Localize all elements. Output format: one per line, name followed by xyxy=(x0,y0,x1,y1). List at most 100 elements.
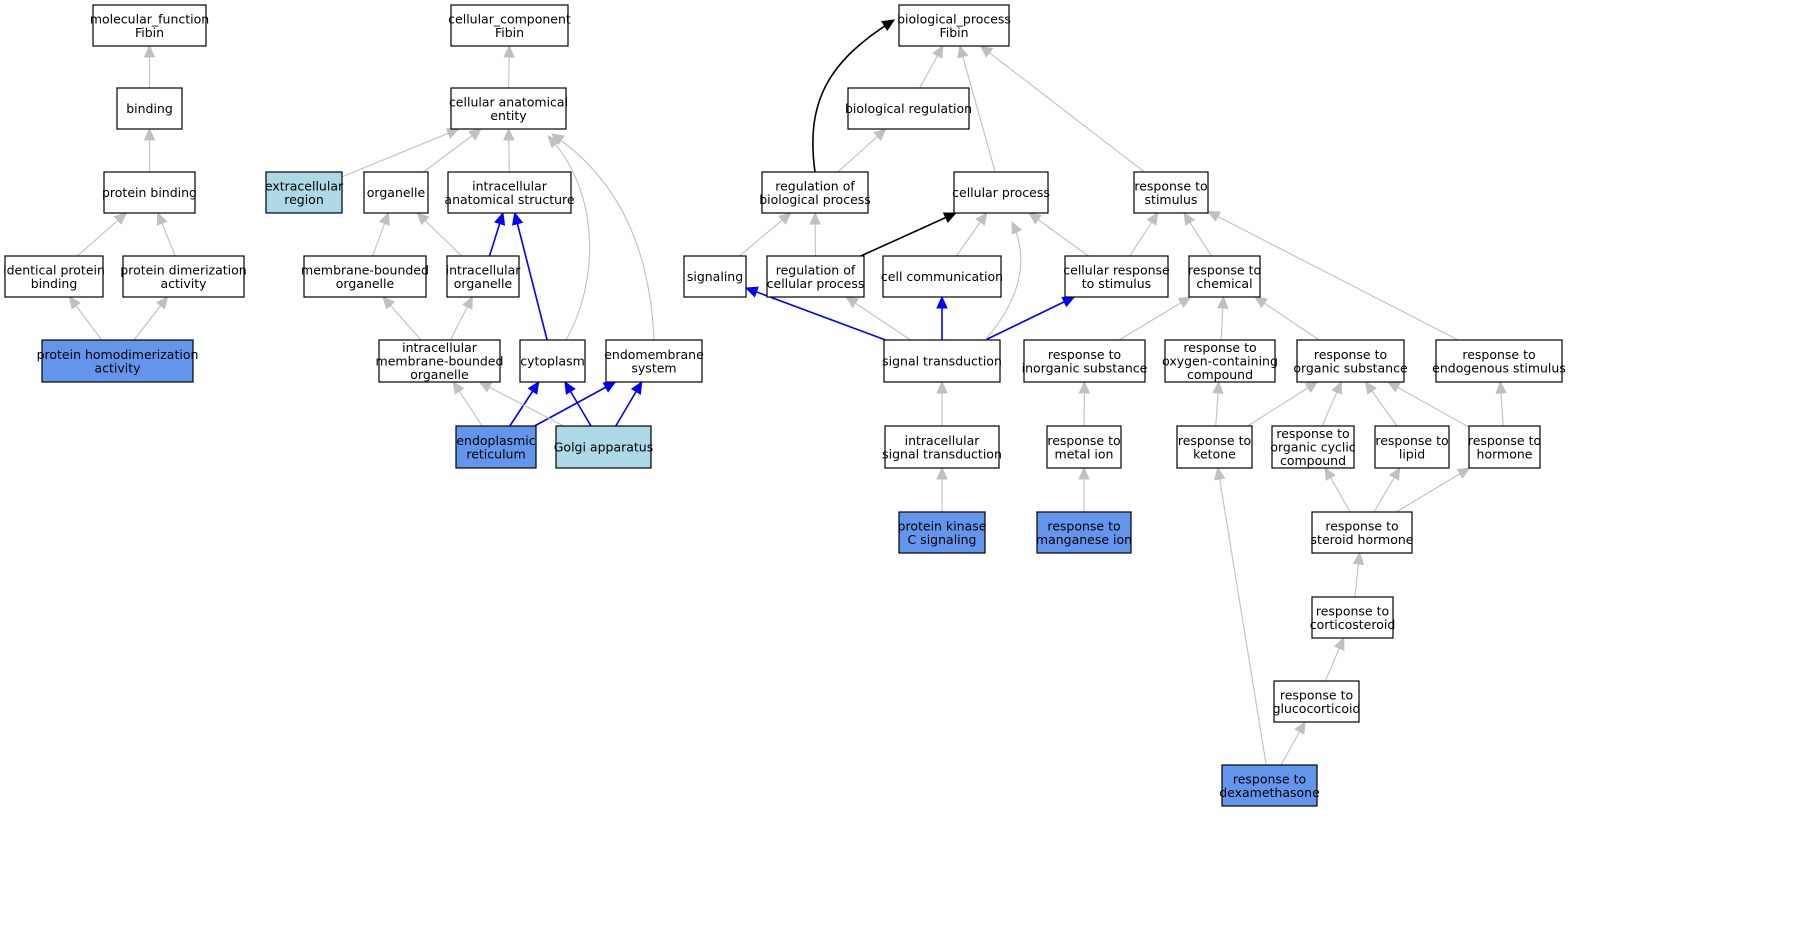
node-organelle: organelle xyxy=(363,171,429,214)
node-label-line: dexamethasone xyxy=(1219,785,1320,800)
edges-layer xyxy=(68,19,1507,766)
node-label-line: intracellular xyxy=(472,178,548,193)
edge-response-to-stimulus-to-bp-root xyxy=(980,45,1145,173)
edge-identical-protein-binding-to-protein-binding-arrow xyxy=(113,212,128,225)
node-label-line: compound xyxy=(1187,367,1253,382)
node-box xyxy=(1046,425,1122,469)
node-box xyxy=(555,425,652,469)
node-box xyxy=(1311,596,1394,639)
edge-endoplasmic-reticulum-to-cytoplasm-arrow xyxy=(527,380,540,395)
node-label-line: molecular_function xyxy=(90,11,209,26)
edge-response-to-stimulus-to-bp-root-arrow xyxy=(979,45,994,58)
node-label-line: biological process xyxy=(759,192,871,207)
node-label-line: binding xyxy=(31,276,78,291)
node-label-line: response to xyxy=(1314,347,1387,362)
node-label-line: oxygen-containing xyxy=(1162,354,1278,369)
node-box xyxy=(265,171,343,214)
node-label-line: endoplasmic xyxy=(456,433,535,448)
node-label-line: cellular process xyxy=(952,185,1050,200)
node-box xyxy=(1374,425,1450,469)
edge-signal-transduction-to-cellular-response-to-stimulus-arrow xyxy=(1061,296,1076,308)
node-label-line: organelle xyxy=(454,276,513,291)
node-box xyxy=(1273,680,1360,723)
node-label-line: response to xyxy=(1188,262,1261,277)
edge-cell-communication-to-cellular-process-arrow xyxy=(975,212,988,226)
node-label-line: organic substance xyxy=(1293,360,1408,375)
node-box xyxy=(605,339,703,383)
node-box xyxy=(4,255,104,298)
node-label-line: cellular_component xyxy=(448,11,571,26)
edge-signal-transduction-to-cellular-process-arrow xyxy=(1011,220,1023,235)
edge-response-to-glucocorticoid-to-response-to-corticosteroid-arrow xyxy=(1333,636,1345,651)
node-label-line: system xyxy=(631,360,676,375)
edge-response-to-organic-to-response-to-chemical xyxy=(1254,296,1320,341)
node-label-line: response to xyxy=(1134,178,1207,193)
node-label-line: manganese ion xyxy=(1036,532,1132,547)
node-box xyxy=(1164,339,1276,383)
node-label-line: activity xyxy=(94,360,141,375)
edge-endoplasmic-reticulum-to-intracellular-mbo-arrow xyxy=(452,380,465,395)
node-box xyxy=(847,87,970,130)
node-label-line: response to xyxy=(1048,347,1121,362)
node-label-line: inorganic substance xyxy=(1022,360,1148,375)
edge-response-to-dexamethasone-to-response-to-glucocorticoid-arrow xyxy=(1294,720,1306,735)
edge-response-to-endogenous-to-response-to-stimulus xyxy=(1207,211,1459,341)
node-box xyxy=(1188,255,1261,298)
node-biological-regulation: biological regulation xyxy=(845,87,972,130)
node-label-line: anatomical structure xyxy=(444,192,574,207)
node-label-line: cellular process xyxy=(767,276,865,291)
node-label-line: Fibin xyxy=(495,25,524,40)
node-label-line: response to xyxy=(1047,433,1120,448)
node-label-line: membrane-bounded xyxy=(301,262,429,277)
node-label-line: signal transduction xyxy=(882,446,1002,461)
edge-intracellular-organelle-to-organelle-arrow xyxy=(416,212,430,226)
edge-endoplasmic-reticulum-to-endomembrane-system-arrow xyxy=(602,381,617,393)
node-box xyxy=(1064,255,1169,298)
edge-response-to-metal-ion-to-response-to-inorganic-arrow xyxy=(1078,380,1091,394)
edge-response-to-dexamethasone-to-response-to-ketone xyxy=(1217,467,1267,766)
node-box xyxy=(1176,425,1253,469)
node-label-line: organelle xyxy=(367,185,426,200)
node-label-line: identical protein xyxy=(3,262,105,277)
node-label-line: chemical xyxy=(1196,276,1252,291)
edge-signal-transduction-to-cell-communication-arrow xyxy=(936,295,948,309)
node-label-line: Golgi apparatus xyxy=(554,440,654,455)
node-box xyxy=(446,255,520,298)
node-box xyxy=(41,339,194,383)
node-box xyxy=(1023,339,1146,383)
edge-response-to-steroid-hormone-to-response-to-organic-cyclic-arrow xyxy=(1324,466,1336,481)
edge-response-to-ketone-to-response-to-organic xyxy=(1247,381,1318,427)
edge-cellular-response-to-stimulus-to-cellular-process-arrow xyxy=(1028,212,1042,225)
node-label-line: lipid xyxy=(1399,446,1425,461)
edge-cytoplasm-to-intracellular-anatomical-structure-arrow xyxy=(511,211,524,226)
node-box xyxy=(766,255,865,298)
edge-response-to-hormone-to-response-to-organic xyxy=(1387,381,1470,428)
edge-intracellular-organelle-to-intracellular-anatomical-structure-arrow xyxy=(494,211,506,226)
node-label-line: response to xyxy=(1468,433,1541,448)
node-box xyxy=(1435,339,1563,383)
edge-response-to-corticosteroid-to-response-to-steroid-hormone-arrow xyxy=(1352,551,1365,566)
node-label-line: organelle xyxy=(410,367,469,382)
edge-response-to-ketone-to-response-to-organic-arrow xyxy=(1304,381,1319,394)
node-label-line: signal transduction xyxy=(882,354,1002,369)
node-cellular-process: cellular process xyxy=(952,171,1050,214)
node-label-line: Fibin xyxy=(939,25,968,40)
edge-golgi-apparatus-to-intracellular-mbo xyxy=(479,381,564,427)
node-box xyxy=(378,339,501,383)
node-label-line: protein homodimerization xyxy=(37,347,199,362)
node-box xyxy=(1271,425,1355,469)
node-label-line: hormone xyxy=(1477,446,1533,461)
node-box xyxy=(1036,511,1132,554)
node-label-line: membrane-bounded xyxy=(376,354,504,369)
